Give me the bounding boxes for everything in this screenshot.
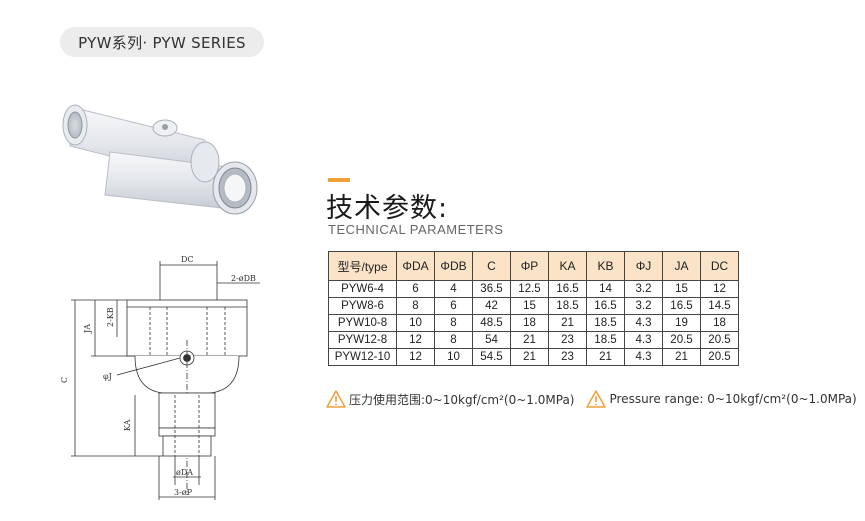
table-cell: 12 — [396, 348, 435, 366]
table-cell: 16.5 — [662, 297, 701, 315]
table-row: PYW12-8 12 8 54 21 23 18.5 4.3 20.5 20.5 — [328, 331, 739, 349]
table-cell: 18.5 — [586, 331, 625, 349]
table-cell: PYW8-6 — [328, 297, 397, 315]
table-cell: 6 — [396, 280, 435, 298]
dim-phij: φJ — [103, 372, 112, 381]
header-cell: ΦJ — [624, 251, 663, 281]
table-cell: 6 — [434, 297, 473, 315]
table-cell: 4 — [434, 280, 473, 298]
table-cell: 18.5 — [548, 297, 587, 315]
table-cell: 8 — [434, 331, 473, 349]
table-row: PYW12-10 12 10 54.5 21 23 21 4.3 21 20.5 — [328, 348, 739, 366]
pressure-note-cn: 压力使用范围:0~10kgf/cm²(0~1.0MPa) — [326, 390, 574, 408]
table-cell: 15 — [510, 297, 549, 315]
table-cell: 19 — [662, 314, 701, 332]
table-cell: 16.5 — [586, 297, 625, 315]
table-cell: 4.3 — [624, 314, 663, 332]
table-cell: 42 — [472, 297, 511, 315]
table-header-row: 型号/type ΦDA ΦDB C ΦP KA KB ΦJ JA DC — [328, 251, 739, 281]
table-cell: 21 — [662, 348, 701, 366]
table-cell: 8 — [434, 314, 473, 332]
table-cell: 12 — [396, 331, 435, 349]
table-cell: 21 — [510, 348, 549, 366]
table-cell: 10 — [434, 348, 473, 366]
dim-da: øDA — [176, 468, 193, 477]
dim-dc: DC — [181, 255, 194, 264]
table-cell: PYW6-4 — [328, 280, 397, 298]
table-cell: 18 — [510, 314, 549, 332]
table-cell: 36.5 — [472, 280, 511, 298]
accent-bar — [328, 178, 350, 182]
table-cell: 14 — [586, 280, 625, 298]
table-cell: 12.5 — [510, 280, 549, 298]
table-cell: 18.5 — [586, 314, 625, 332]
table-cell: 3.2 — [624, 280, 663, 298]
table-cell: 4.3 — [624, 331, 663, 349]
table-row: PYW10-8 10 8 48.5 18 21 18.5 4.3 19 18 — [328, 314, 739, 332]
section-subtitle: TECHNICAL PARAMETERS — [328, 222, 504, 237]
pressure-note-en: Pressure range: 0~10kgf/cm²(0~1.0MPa) — [586, 390, 857, 408]
warning-icon — [326, 390, 346, 408]
table-cell: 16.5 — [548, 280, 587, 298]
table-cell: 18 — [700, 314, 739, 332]
dim-ka: KA — [123, 419, 132, 431]
header-cell: KB — [586, 251, 625, 281]
table-row: PYW6-4 6 4 36.5 12.5 16.5 14 3.2 15 12 — [328, 280, 739, 298]
table-cell: 48.5 — [472, 314, 511, 332]
technical-drawing: DC 2-øDB C JA 2-KB φJ KA øDA 3-øP — [60, 255, 260, 500]
table-cell: 12 — [700, 280, 739, 298]
dim-c: C — [60, 377, 69, 383]
header-cell: JA — [662, 251, 701, 281]
table-cell: 21 — [510, 331, 549, 349]
table-cell: 21 — [548, 314, 587, 332]
dim-ja: JA — [83, 324, 92, 334]
table-cell: 23 — [548, 331, 587, 349]
table-cell: 14.5 — [700, 297, 739, 315]
header-cell: DC — [700, 251, 739, 281]
table-cell: 15 — [662, 280, 701, 298]
table-cell: 20.5 — [700, 348, 739, 366]
pressure-text-cn: 压力使用范围:0~10kgf/cm²(0~1.0MPa) — [349, 392, 575, 407]
table-cell: 54.5 — [472, 348, 511, 366]
table-cell: 8 — [396, 297, 435, 315]
header-cell: 型号/type — [328, 251, 397, 281]
table-cell: 10 — [396, 314, 435, 332]
series-badge: PYW系列· PYW SERIES — [60, 27, 264, 57]
dim-3p: 3-øP — [174, 488, 193, 497]
table-cell: 21 — [586, 348, 625, 366]
table-cell: 4.3 — [624, 348, 663, 366]
product-photo — [62, 104, 258, 215]
table-cell: 20.5 — [662, 331, 701, 349]
header-cell: ΦDB — [434, 251, 473, 281]
section-title: 技术参数: — [326, 193, 449, 224]
series-label: PYW系列· PYW SERIES — [78, 33, 246, 52]
table-cell: PYW12-8 — [328, 331, 397, 349]
warning-icon — [586, 390, 607, 408]
header-cell: KA — [548, 251, 587, 281]
dim-2kb: 2-KB — [106, 307, 115, 327]
header-cell: ΦDA — [396, 251, 435, 281]
dim-2db: 2-øDB — [231, 274, 256, 283]
table-cell: PYW10-8 — [328, 314, 397, 332]
pressure-text-en: Pressure range: 0~10kgf/cm²(0~1.0MPa) — [609, 392, 857, 406]
pressure-notes: 压力使用范围:0~10kgf/cm²(0~1.0MPa) Pressure ra… — [326, 390, 857, 408]
table-cell: 3.2 — [624, 297, 663, 315]
table-cell: 54 — [472, 331, 511, 349]
header-cell: ΦP — [510, 251, 549, 281]
header-cell: C — [472, 251, 511, 281]
table-cell: 23 — [548, 348, 587, 366]
spec-table: 型号/type ΦDA ΦDB C ΦP KA KB ΦJ JA DC PYW6… — [328, 251, 739, 366]
table-cell: PYW12-10 — [328, 348, 397, 366]
table-cell: 20.5 — [700, 331, 739, 349]
table-row: PYW8-6 8 6 42 15 18.5 16.5 3.2 16.5 14.5 — [328, 297, 739, 315]
